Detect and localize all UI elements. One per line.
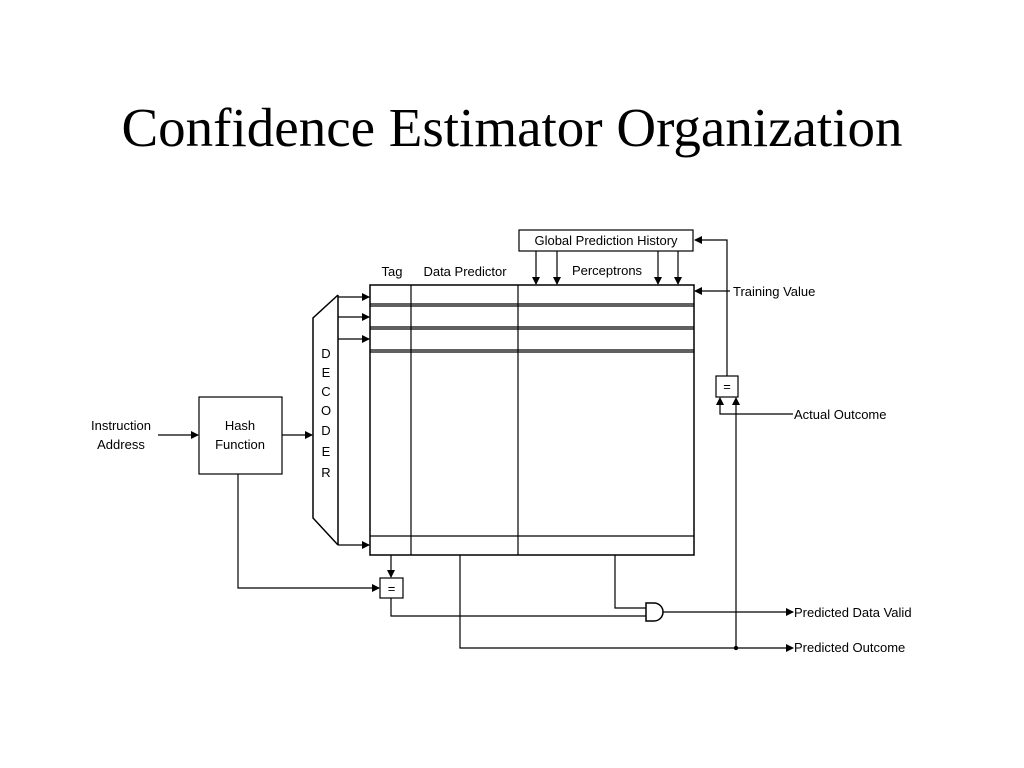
decoder-letter-5: D — [321, 423, 330, 438]
actual-outcome-label: Actual Outcome — [794, 407, 887, 422]
tag-comparator-symbol: = — [388, 581, 396, 596]
slide-title: Confidence Estimator Organization — [121, 97, 903, 158]
instruction-address-label-2: Address — [97, 437, 145, 452]
history-arrows — [532, 251, 682, 285]
hash-label-2: Function — [215, 437, 265, 452]
decoder-letter-4: O — [321, 403, 331, 418]
decoder-outputs — [338, 293, 370, 549]
predicted-outcome-label: Predicted Outcome — [794, 640, 905, 655]
training-value-label: Training Value — [733, 284, 815, 299]
and-gate — [645, 602, 664, 622]
global-history-label: Global Prediction History — [534, 233, 678, 248]
training-comparator: = — [715, 375, 739, 398]
decoder-letter-3: C — [321, 384, 330, 399]
hash-function-box: Hash Function — [198, 396, 283, 475]
data-predictor-label: Data Predictor — [423, 264, 507, 279]
perceptrons-label: Perceptrons — [572, 263, 643, 278]
decoder-letter-6: E — [322, 444, 331, 459]
decoder-letter-1: D — [321, 346, 330, 361]
tag-label: Tag — [382, 264, 403, 279]
instruction-address-label-1: Instruction — [91, 418, 151, 433]
predictor-table — [369, 284, 695, 556]
decoder-letter-7: R — [321, 465, 330, 480]
decoder: D E C O D E R — [312, 294, 339, 546]
global-history-box: Global Prediction History — [518, 229, 694, 252]
tag-comparator: = — [379, 555, 404, 599]
predicted-data-valid-label: Predicted Data Valid — [794, 605, 912, 620]
decoder-letter-2: E — [322, 365, 331, 380]
hash-label-1: Hash — [225, 418, 255, 433]
training-comparator-symbol: = — [723, 379, 731, 394]
